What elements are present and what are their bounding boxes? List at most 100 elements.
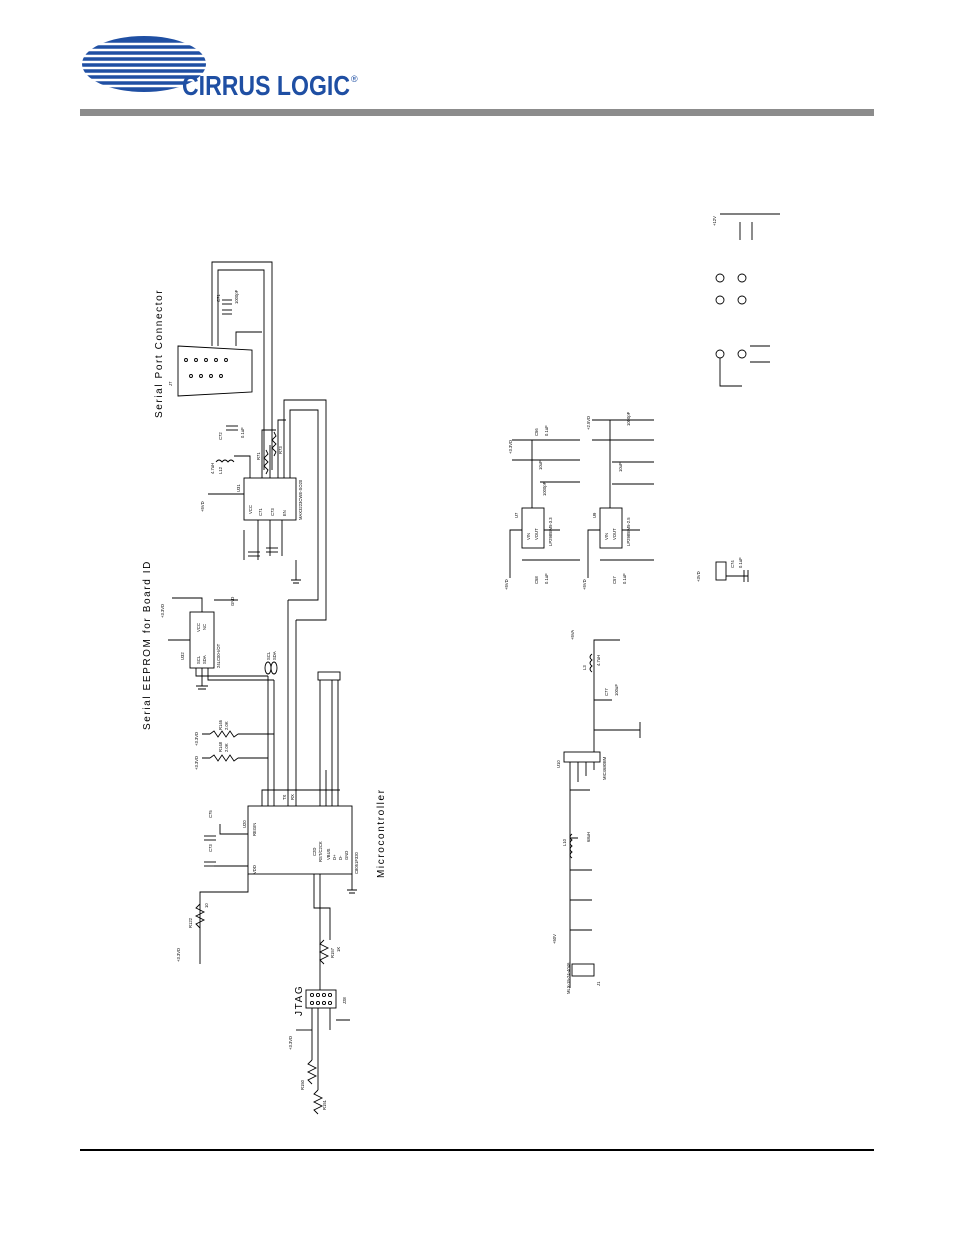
svg-text:J7: J7: [168, 381, 173, 386]
svg-text:RST/C2CK: RST/C2CK: [318, 841, 323, 862]
svg-text:U32: U32: [180, 652, 185, 660]
svg-text:10: 10: [204, 903, 209, 908]
svg-text:VIN: VIN: [526, 533, 531, 540]
svg-text:C73: C73: [208, 844, 213, 852]
svg-text:1000pF: 1000pF: [542, 481, 547, 496]
svg-text:L12: L12: [218, 466, 223, 474]
svg-text:C58: C58: [534, 576, 539, 584]
svg-text:R148: R148: [218, 741, 223, 752]
svg-text:+5VD: +5VD: [200, 501, 205, 512]
header-bar: [80, 109, 874, 116]
svg-text:RX: RX: [290, 794, 295, 800]
svg-text:VBUS: VBUS: [326, 848, 331, 860]
regulator-u10: [563, 751, 601, 763]
regulator-u7: [521, 507, 545, 549]
svg-text:R71: R71: [256, 452, 261, 460]
svg-text:1000pF: 1000pF: [234, 289, 239, 304]
svg-text:C74: C74: [730, 560, 735, 568]
ic-u20: [247, 805, 353, 875]
svg-text:C57: C57: [612, 576, 617, 584]
capacitor-c71: C71 1000pF: [216, 289, 239, 315]
svg-text:+3.3VD: +3.3VD: [508, 440, 513, 454]
resistor-r151: [312, 1089, 324, 1115]
svg-text:+3.3VD: +3.3VD: [194, 732, 199, 746]
svg-text:C73: C73: [270, 508, 275, 516]
svg-text:J1: J1: [596, 981, 601, 986]
svg-text:VOUT: VOUT: [534, 528, 539, 540]
svg-text:C75: C75: [208, 810, 213, 818]
svg-text:VOUT: VOUT: [612, 528, 617, 540]
svg-text:C72: C72: [218, 432, 223, 440]
svg-text:TX: TX: [282, 794, 287, 800]
svg-text:C8051F320: C8051F320: [354, 851, 359, 874]
footer-rule: [80, 1149, 874, 1151]
header-j28: [305, 989, 337, 1009]
svg-text:R150: R150: [300, 1079, 305, 1090]
svg-text:10uF: 10uF: [618, 462, 623, 472]
svg-text:NC: NC: [202, 624, 207, 630]
svg-text:24LC00-I/OT: 24LC00-I/OT: [216, 643, 221, 668]
svg-text:0.1uF: 0.1uF: [622, 573, 627, 584]
svg-text:+3.3VD: +3.3VD: [160, 604, 165, 618]
svg-text:VCC: VCC: [248, 505, 253, 514]
svg-text:1000pF: 1000pF: [626, 411, 631, 426]
svg-text:+3.3VD: +3.3VD: [288, 1036, 293, 1050]
header-jumper: [715, 561, 727, 581]
svg-text:EN: EN: [282, 510, 287, 516]
svg-text:0.1uF: 0.1uF: [544, 573, 549, 584]
inductor-l3: [589, 653, 593, 673]
svg-text:VCC: VCC: [196, 623, 201, 632]
svg-text:+3.3VD: +3.3VD: [194, 756, 199, 770]
serial-port-connector: J7: [168, 345, 253, 397]
svg-text:SCL: SCL: [196, 655, 201, 664]
svg-text:0.1uF: 0.1uF: [738, 557, 743, 568]
resistor-r157: [318, 939, 330, 965]
svg-text:1K: 1K: [336, 947, 341, 952]
svg-text:MIC4680BM: MIC4680BM: [602, 756, 607, 780]
svg-text:REGIN: REGIN: [252, 823, 257, 836]
svg-text:L10: L10: [562, 838, 567, 846]
connector-j1: [571, 963, 595, 977]
svg-text:LP2985IM5-2.5: LP2985IM5-2.5: [626, 517, 631, 546]
cirrus-logic-logo: CIRRUS LOGIC ®: [78, 36, 358, 101]
svg-text:R73: R73: [278, 446, 283, 454]
svg-text:2.0K: 2.0K: [224, 743, 229, 752]
svg-text:U9: U9: [592, 512, 597, 518]
svg-text:+5VA: +5VA: [570, 630, 575, 640]
resistor-r150: [306, 1059, 318, 1085]
svg-text:C2D: C2D: [312, 848, 317, 856]
svg-text:MLX-15-24-4046: MLX-15-24-4046: [566, 962, 571, 994]
svg-text:+12V: +12V: [712, 216, 717, 226]
regulator-u9: [599, 507, 623, 549]
section-title-eeprom: Serial EEPROM for Board ID: [142, 560, 153, 730]
svg-text:R157: R157: [330, 947, 335, 958]
svg-text:VIN: VIN: [604, 533, 609, 540]
svg-text:4.7uH: 4.7uH: [210, 463, 215, 474]
svg-text:R151: R151: [322, 1099, 327, 1110]
svg-text:0.1uF: 0.1uF: [544, 425, 549, 436]
svg-text:SDA: SDA: [272, 651, 277, 660]
registered-mark: ®: [351, 74, 358, 84]
svg-text:SCL: SCL: [266, 651, 271, 660]
svg-text:+2.5VD: +2.5VD: [586, 416, 591, 430]
svg-text:U20: U20: [242, 820, 247, 828]
svg-text:D-: D-: [338, 855, 343, 860]
u31-part-label: MAX3223CWE-SO20: [298, 479, 303, 520]
brand-name: CIRRUS LOGIC: [182, 70, 350, 101]
inductor-l10: [569, 833, 573, 859]
svg-text:C56: C56: [534, 428, 539, 436]
ic-u32: [189, 611, 215, 669]
svg-text:68uH: 68uH: [586, 832, 591, 842]
resistor-r122: [194, 903, 206, 929]
inductor-l12: 4.7uH L12: [210, 459, 235, 474]
svg-text:VDD: VDD: [252, 865, 257, 874]
section-title-microcontroller: Microcontroller: [376, 788, 387, 878]
capacitor-c72: C72 0.1uF: [218, 425, 245, 440]
svg-text:4.7uH: 4.7uH: [596, 655, 601, 666]
svg-text:C71: C71: [216, 294, 221, 302]
svg-text:SDA: SDA: [202, 655, 207, 664]
svg-text:+5VD: +5VD: [582, 579, 587, 590]
svg-text:C71: C71: [258, 508, 263, 516]
svg-text:100uF: 100uF: [614, 684, 619, 696]
svg-text:+3VD: +3VD: [696, 571, 701, 582]
